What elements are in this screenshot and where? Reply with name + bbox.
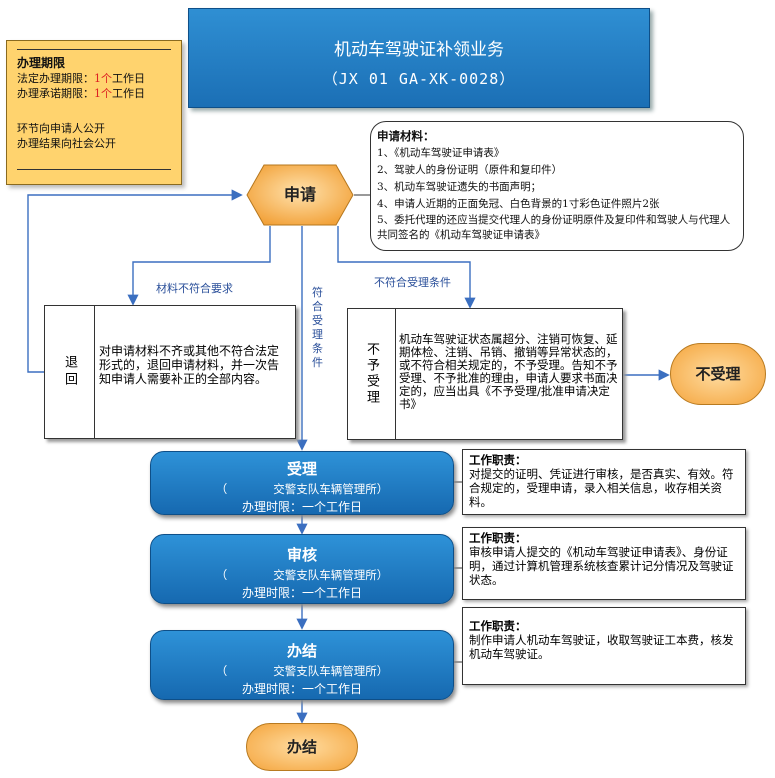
- page-title: 机动车驾驶证补领业务: [334, 40, 504, 60]
- materials-item: 3、机动车驾驶证遗失的书面声明；: [377, 181, 542, 193]
- legal-period: 法定办理期限：1个工作日: [17, 71, 171, 86]
- legal-period-value: 1个: [94, 72, 112, 85]
- legal-period-unit: 工作日: [112, 72, 145, 85]
- title-box: 机动车驾驶证补领业务 （JX 01 GA-XK-0028）: [188, 8, 650, 108]
- materials-item: 5、委托代理的还应当提交代理人的身份证明原件及复印件和驾驶人与代理人共同签名的《…: [377, 214, 731, 241]
- step-org: （ 交警支队车辆管理所）: [215, 568, 389, 582]
- return-side-label: 退回: [45, 306, 95, 438]
- period-info-box: 办理期限 法定办理期限：1个工作日 办理承诺期限：1个工作日 环节向申请人公开 …: [6, 40, 182, 185]
- reject-text: 机动车驾驶证状态属超分、注销可恢复、延期体检、注销、吊销、撤销等异常状态的，或不…: [399, 332, 618, 411]
- public-result: 办理结果向社会公开: [17, 137, 116, 150]
- step-time: 办理时限：一个工作日: [241, 500, 362, 514]
- step-accept: 受理 （ 交警支队车辆管理所） 办理时限：一个工作日: [150, 451, 454, 515]
- to-return-line: [127, 226, 271, 306]
- apply-hexagon: [246, 164, 354, 226]
- promise-period-label: 办理承诺期限：: [17, 87, 94, 100]
- duty-box-complete: 工作职责： 制作申请人机动车驾驶证，收取驾驶证工本费，核发机动车驾驶证。: [462, 607, 746, 685]
- business-code: （JX 01 GA-XK-0028）: [322, 70, 516, 88]
- duty-heading: 工作职责：: [469, 619, 527, 633]
- duty-box-accept: 工作职责： 对提交的证明、凭证进行审核，是否真实、有效。符合规定的，受理申请，录…: [462, 449, 746, 515]
- materials-item: 4、申请人近期的正面免冠、白色背景的1寸彩色证件照片2张: [377, 198, 660, 210]
- reject-box: 不予受理 机动车驾驶证状态属超分、注销可恢复、延期体检、注销、吊销、撤销等异常状…: [347, 308, 623, 440]
- materials-item: 1、《机动车驾驶证申请表》: [377, 147, 505, 159]
- promise-period-value: 1个: [94, 87, 112, 100]
- materials-box: 申请材料： 1、《机动车驾驶证申请表》 2、驾驶人的身份证明（原件和复印件） 3…: [370, 121, 744, 251]
- edge-label-meet: 符合受理条件: [312, 286, 323, 369]
- duty-text: 审核申请人提交的《机动车驾驶证申请表》、身份证明，通过计算机管理系统核查累计记分…: [469, 545, 734, 587]
- return-text: 对申请材料不齐或其他不符合法定形式的，退回申请材料，并一次告知申请人需要补正的全…: [99, 344, 280, 386]
- step-name: 受理: [286, 460, 317, 478]
- step-complete: 办结 （ 交警支队车辆管理所） 办理时限：一个工作日: [150, 630, 454, 700]
- legal-period-label: 法定办理期限：: [17, 72, 94, 85]
- step-time: 办理时限：一个工作日: [241, 586, 362, 600]
- duty-text: 制作申请人机动车驾驶证，收取驾驶证工本费，核发机动车驾驶证。: [469, 633, 734, 661]
- step-name: 办结: [286, 642, 317, 660]
- step-review: 审核 （ 交警支队车辆管理所） 办理时限：一个工作日: [150, 534, 454, 604]
- materials-heading: 申请材料：: [377, 129, 435, 143]
- edge-label-materials-invalid: 材料不符合要求: [156, 282, 233, 295]
- edge-label-not-meet: 不符合受理条件: [374, 276, 451, 289]
- duty-box-review: 工作职责： 审核申请人提交的《机动车驾驶证申请表》、身份证明，通过计算机管理系统…: [462, 527, 746, 600]
- final-terminal: 办结: [246, 723, 358, 771]
- noaccept-terminal: 不受理: [670, 343, 766, 405]
- duty-text: 对提交的证明、凭证进行审核，是否真实、有效。符合规定的，受理申请，录入相关信息，…: [469, 467, 734, 509]
- return-loop-line: [27, 189, 243, 373]
- reject-side-label: 不予受理: [348, 309, 396, 439]
- promise-period-unit: 工作日: [112, 87, 145, 100]
- step-org: （ 交警支队车辆管理所）: [215, 664, 389, 678]
- duty-heading: 工作职责：: [469, 453, 527, 467]
- materials-item: 2、驾驶人的身份证明（原件和复印件）: [377, 164, 563, 176]
- duty-heading: 工作职责：: [469, 531, 527, 545]
- step-time: 办理时限：一个工作日: [241, 682, 362, 696]
- to-reject-line: [337, 226, 476, 309]
- return-box: 退回 对申请材料不齐或其他不符合法定形式的，退回申请材料，并一次告知申请人需要补…: [44, 305, 296, 439]
- step-org: （ 交警支队车辆管理所）: [215, 482, 389, 496]
- period-heading: 办理期限: [17, 49, 171, 71]
- public-link: 环节向申请人公开: [17, 122, 105, 135]
- apply-label: 申请: [283, 185, 316, 204]
- step-name: 审核: [286, 546, 317, 564]
- promise-period: 办理承诺期限：1个工作日: [17, 86, 171, 101]
